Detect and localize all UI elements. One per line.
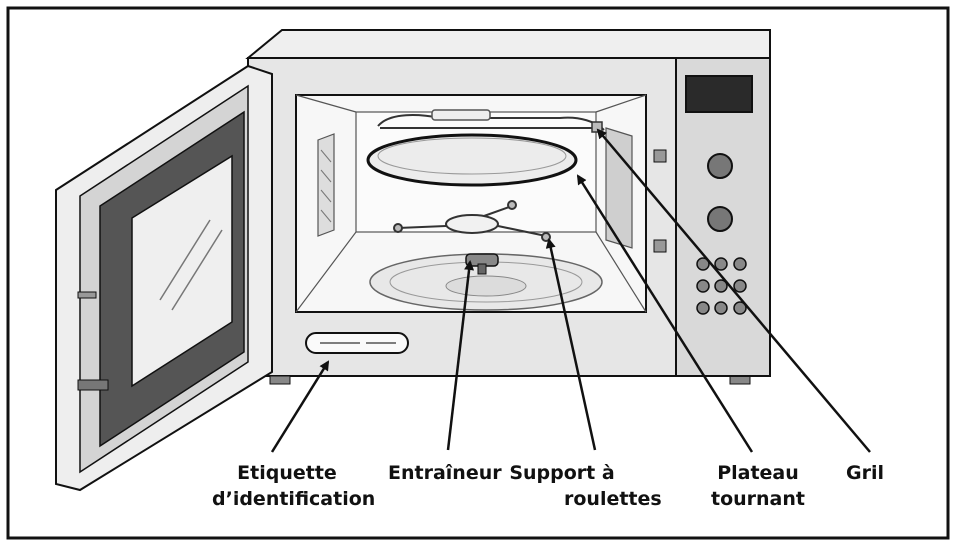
- leader-plateau: [576, 174, 754, 453]
- leader-lines: [270, 128, 871, 453]
- knob-timer: [707, 153, 733, 179]
- leader-entraineur: [446, 260, 475, 451]
- latch-upper: [653, 149, 667, 163]
- right-panel: [605, 127, 633, 249]
- turntable-plate: [366, 133, 578, 187]
- latch-lower: [653, 239, 667, 253]
- label-support-line1: Support à: [509, 462, 615, 484]
- id-label-plate: [305, 332, 409, 354]
- label-plateau: Plateau tournant: [708, 460, 808, 512]
- grill-element: [377, 109, 605, 133]
- figure-frame: [6, 6, 950, 540]
- knob-power: [707, 206, 733, 232]
- label-support: Support à roulettes: [502, 460, 662, 512]
- roller-support: [393, 200, 551, 242]
- control-panel: [653, 57, 771, 377]
- door-hook-lower: [77, 379, 109, 391]
- leader-etiquette: [270, 360, 330, 453]
- label-support-line2: roulettes: [564, 488, 662, 510]
- button-grid: [696, 257, 747, 315]
- label-entraineur: Entraîneur: [388, 462, 502, 484]
- label-etiquette-line2: d’identification: [212, 488, 376, 510]
- cavity-floor: [369, 253, 603, 311]
- label-gril: Gril: [846, 462, 884, 484]
- display-screen: [685, 75, 753, 113]
- leader-support: [545, 238, 597, 451]
- left-vent: [317, 133, 335, 237]
- door-hook-upper: [77, 291, 97, 299]
- label-plateau-line2: tournant: [711, 488, 805, 510]
- open-door: [55, 64, 273, 492]
- label-etiquette: Etiquette d’identification: [212, 460, 376, 512]
- leader-gril: [596, 128, 871, 453]
- label-plateau-line1: Plateau: [717, 462, 799, 484]
- door-window: [131, 154, 233, 388]
- label-etiquette-line1: Etiquette: [237, 462, 337, 484]
